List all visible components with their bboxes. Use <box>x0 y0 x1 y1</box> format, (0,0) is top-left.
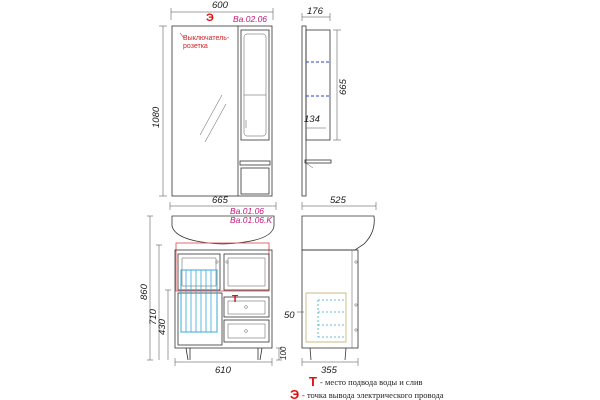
lower-left-door <box>177 292 223 346</box>
leg <box>185 347 189 361</box>
legend-text-water: - место подвода воды и слив <box>320 377 423 387</box>
basin-outline <box>171 215 275 245</box>
drawer-panel <box>227 300 266 315</box>
side-knob <box>354 328 358 332</box>
service-height-value: 50 <box>284 310 295 321</box>
cabinet-code-2: Ba.01.06.K <box>230 215 272 225</box>
mirror-side-cabinet-depth <box>305 29 331 141</box>
glass-shelf-side <box>304 159 332 164</box>
side-knob <box>354 260 358 264</box>
top-left-door <box>177 253 221 291</box>
cabinet-code-1: Ba.01.06 <box>230 206 264 216</box>
basin-side-outline <box>301 215 375 251</box>
mirror-width-value: 600 <box>212 0 229 11</box>
drawer-panel <box>227 323 266 339</box>
door-knob <box>225 260 229 264</box>
door-panel <box>181 257 217 287</box>
side-bottom-value: 355 <box>321 365 338 376</box>
mirror-front-view: 600 Э Ba.02.06 Выключатель- розетка 1080 <box>151 0 274 197</box>
mirror-height-value: 1080 <box>151 106 162 128</box>
body-height-value: 710 <box>148 308 159 325</box>
legend: T - место подвода воды и слив Э - точка … <box>290 374 444 400</box>
shelf-bracket <box>305 162 314 169</box>
drawer-top <box>223 296 270 318</box>
socket-note-line1: Выключатель- <box>183 35 230 42</box>
side-leg <box>344 347 347 361</box>
leg-height-value: 100 <box>279 346 288 360</box>
legend-mark-electric: Э <box>290 387 299 400</box>
mirror-outline <box>171 25 273 197</box>
top-width-value: 665 <box>212 195 229 206</box>
pipe-height-value: 430 <box>157 318 168 335</box>
bottom-width-value: 610 <box>215 365 232 376</box>
cabinet-side-view: 525 50 355 <box>284 195 377 376</box>
side-knob <box>354 303 358 307</box>
legend-mark-water: T <box>309 374 317 389</box>
shelf-height-value: 665 <box>338 78 349 95</box>
drawer-knob <box>244 329 248 333</box>
cabinet-body <box>174 249 273 349</box>
door-knob <box>215 260 219 264</box>
drawer-knob <box>244 305 248 309</box>
mirror-code: Ba.02.06 <box>233 14 267 24</box>
mirror-side-door-panel <box>243 33 267 137</box>
mirror-side-view: 176 665 134 <box>301 6 349 197</box>
side-leg <box>309 347 312 361</box>
side-depth-value: 525 <box>330 195 347 206</box>
reflection-line <box>204 103 227 143</box>
cabinet-front-view: 665 Ba.01.06 Ba.01.06.K <box>139 195 288 376</box>
cabinet-side-body <box>301 249 359 349</box>
pipe-zone-hatching <box>185 270 212 332</box>
glass-shelf <box>239 160 271 166</box>
shelf-depth-value: 134 <box>304 114 320 125</box>
socket-note-line2: розетка <box>183 43 208 50</box>
socket-leader <box>179 32 185 39</box>
pipe-zone <box>180 269 218 333</box>
mirror-depth-value: 176 <box>307 6 324 17</box>
reflection-line <box>199 94 223 136</box>
socket-mark: Э <box>206 12 214 24</box>
mirror-side-cabinet <box>240 29 270 141</box>
total-height-value: 860 <box>139 283 150 300</box>
door-panel <box>227 257 266 287</box>
lower-open-niche <box>240 167 270 195</box>
side-pipe-zone <box>305 292 347 343</box>
leg <box>259 347 263 361</box>
top-right-door <box>223 253 270 291</box>
water-mark: T <box>232 294 238 305</box>
mirror-side-board <box>301 25 307 197</box>
drawer-bottom <box>223 319 270 343</box>
legend-text-electric: - точка вывода электрического провода <box>302 390 444 400</box>
